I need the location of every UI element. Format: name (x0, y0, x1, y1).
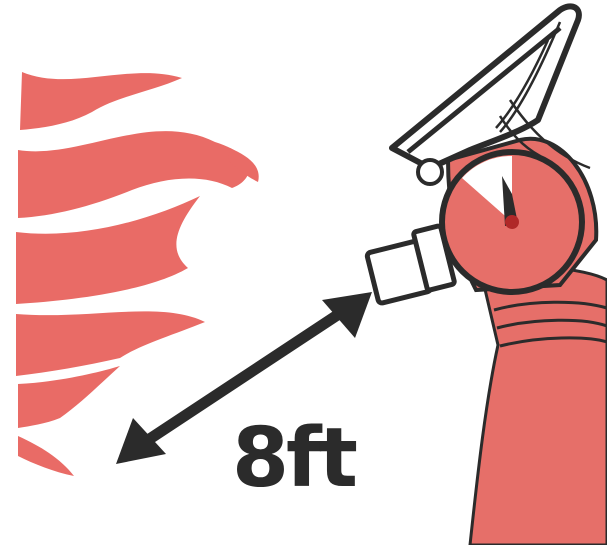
flame-band-2 (18, 131, 249, 218)
distance-label: 8ft (232, 418, 355, 500)
extinguisher-body (470, 266, 607, 545)
fire-extinguisher-icon (367, 6, 607, 545)
flame-band-1 (20, 72, 182, 130)
arrow-head-left (116, 418, 166, 464)
flame-band-5 (18, 366, 120, 428)
flame-wisp-bottom (18, 436, 74, 476)
pull-pin-ring (418, 160, 442, 184)
flames-icon (16, 72, 259, 476)
flame-band-4 (16, 311, 205, 376)
